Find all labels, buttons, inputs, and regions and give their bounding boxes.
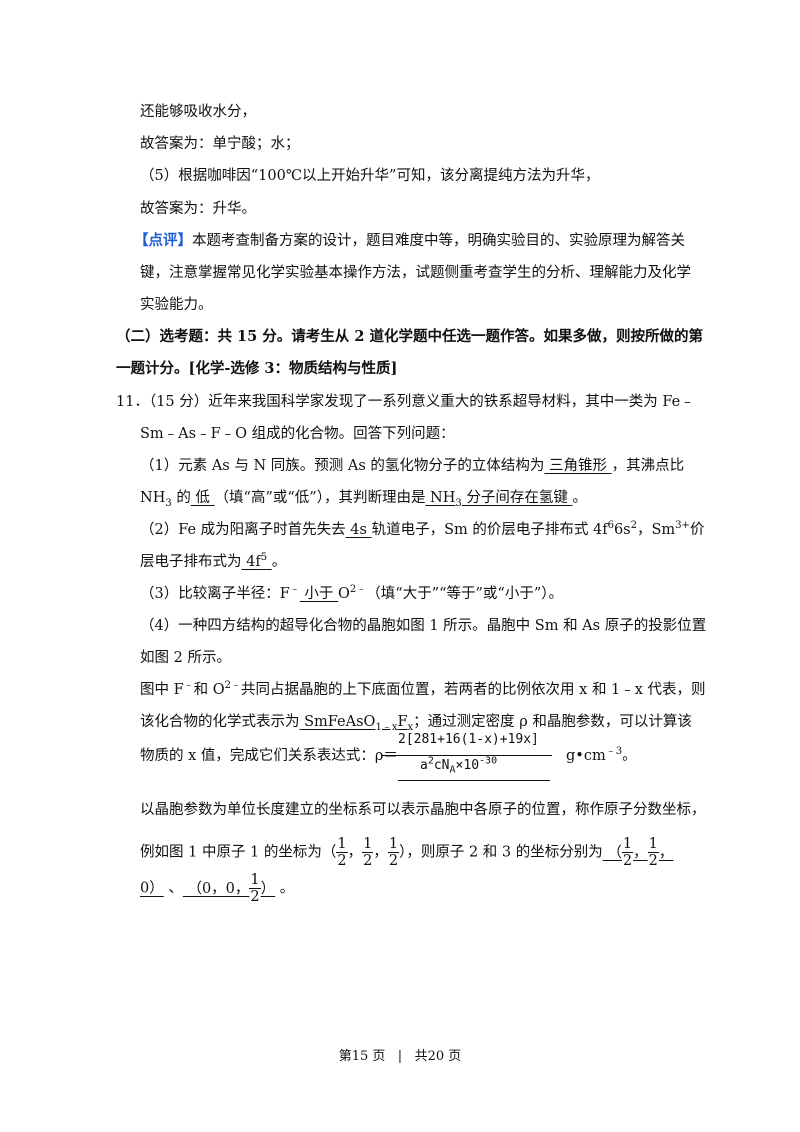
q4-answer-formula: SmFeAsO1﹣xFx — [299, 714, 414, 733]
q2-text-d: 。 — [271, 554, 287, 570]
q1-text-b: ，其沸点比 — [611, 458, 685, 474]
q2-text-b: 轨道电子，Sm 的价层电子排布式 4f — [371, 522, 608, 538]
line-p3: （5）根据咖啡因“100℃以上开始升华”可知，该分离提纯方法为升华， — [140, 168, 600, 184]
q2-answer-orbital: 4s — [345, 522, 372, 538]
q4-line-1: （4）一种四方结构的超导化合物的晶胞如图 1 所示。晶胞中 Sm 和 As 原子… — [140, 618, 707, 634]
q3-answer: 小于 — [299, 586, 339, 602]
q3-text-a: （3）比较离子半径：F — [140, 586, 290, 602]
line-p4: 故答案为：升华。 — [140, 201, 256, 217]
q1-nh3: NH — [140, 490, 166, 506]
q4-line-3: 图中 F﹣和 O2﹣共同占据晶胞的上下底面位置，若两者的比例依次用 x 和 1﹣… — [140, 680, 706, 698]
page-total: 共20 页 — [414, 1049, 462, 1064]
comment-text-1: 本题考查制备方案的设计，题目难度中等，明确实验目的、实验原理为解答关 — [192, 233, 685, 249]
q4-line-6: 以晶胞参数为单位长度建立的坐标系可以表示晶胞中各原子的位置，称作原子分数坐标， — [140, 802, 706, 818]
page-number: 第15 页 — [338, 1049, 386, 1064]
question-11-line-2: Sm﹣As﹣F﹣O 组成的化合物。回答下列问题： — [140, 426, 455, 442]
q4-line-5-unit: g•cm﹣3。 — [566, 746, 637, 764]
section-heading-2: 一题计分。[化学-选修 3：物质结构与性质] — [116, 360, 398, 377]
comment-line-1: 【点评】本题考查制备方案的设计，题目难度中等，明确实验目的、实验原理为解答关 — [134, 231, 685, 251]
rho-denominator: a2cNA×10-30 — [420, 755, 498, 776]
q4-line-2: 如图 2 所示。 — [140, 650, 231, 666]
q1-answer-reason: NH3 分子间存在氢键 — [425, 490, 573, 509]
question-11-line-1: 11．（15 分）近年来我国科学家发现了一系列意义重大的铁系超导材料，其中一类为… — [116, 394, 695, 410]
rho-answer-underline — [398, 780, 550, 781]
q4-line-5: 物质的 x 值，完成它们关系表达式：ρ＝ — [140, 748, 398, 764]
q2-answer-config: 4f5 — [241, 552, 268, 570]
q2-text-a: （2）Fe 成为阳离子时首先失去 — [140, 522, 346, 538]
q1-line-1: （1）元素 As 与 N 同族。预测 As 的氢化物分子的立体结构为 三角锥形 … — [140, 456, 684, 476]
q2-line-1: （2）Fe 成为阳离子时首先失去 4s 轨道电子，Sm 的价层电子排布式 4f6… — [140, 520, 705, 538]
section-heading-1: （二）选考题：共 15 分。请考生从 2 道化学题中任选一题作答。如果多做，则按… — [116, 328, 703, 345]
q3-line: （3）比较离子半径：F﹣ 小于 O2﹣（填“大于”“等于”或“小于”）。 — [140, 584, 564, 602]
q1-text-a: （1）元素 As 与 N 同族。预测 As 的氢化物分子的立体结构为 — [140, 458, 545, 474]
q1-text-c: 的 — [171, 490, 191, 506]
comment-line-3: 实验能力。 — [140, 297, 213, 313]
q4-line-4: 该化合物的化学式表示为 SmFeAsO1﹣xFx；通过测定密度 ρ 和晶胞参数，… — [140, 714, 692, 733]
comment-tag: 【点评】 — [134, 232, 192, 249]
line-p2: 故答案为：单宁酸；水； — [140, 136, 300, 152]
q1-text-e: 。 — [572, 490, 588, 506]
rho-fraction-bar — [382, 755, 552, 756]
q4-answer-coord-2-end: 0） — [140, 880, 164, 897]
q2-text-c: 层电子排布式为 — [140, 554, 242, 570]
footer-separator: | — [397, 1049, 403, 1064]
q1-text-d: （填“高”或“低”），其判断理由是 — [214, 490, 426, 506]
q1-answer-low: 低 — [190, 490, 215, 506]
q3-text-c: （填“大于”“等于”或“小于”）。 — [366, 586, 564, 602]
line-p1: 还能够吸收水分， — [140, 104, 256, 120]
page-footer: 第15 页 | 共20 页 — [0, 1045, 800, 1064]
comment-line-2: 键，注意掌握常见化学实验基本操作方法，试题侧重考查学生的分析、理解能力及化学 — [140, 265, 691, 281]
rho-numerator: 2[281+16(1-x)+19x] — [398, 732, 539, 747]
q1-line-2: NH3 的 低 （填“高”或“低”），其判断理由是 NH3 分子间存在氢键 。 — [140, 488, 587, 508]
q1-answer-shape: 三角锥形 — [544, 458, 612, 474]
q2-line-2: 层电子排布式为 4f5 。 — [140, 552, 286, 572]
q1-nh3-sub: 3 — [165, 497, 172, 509]
